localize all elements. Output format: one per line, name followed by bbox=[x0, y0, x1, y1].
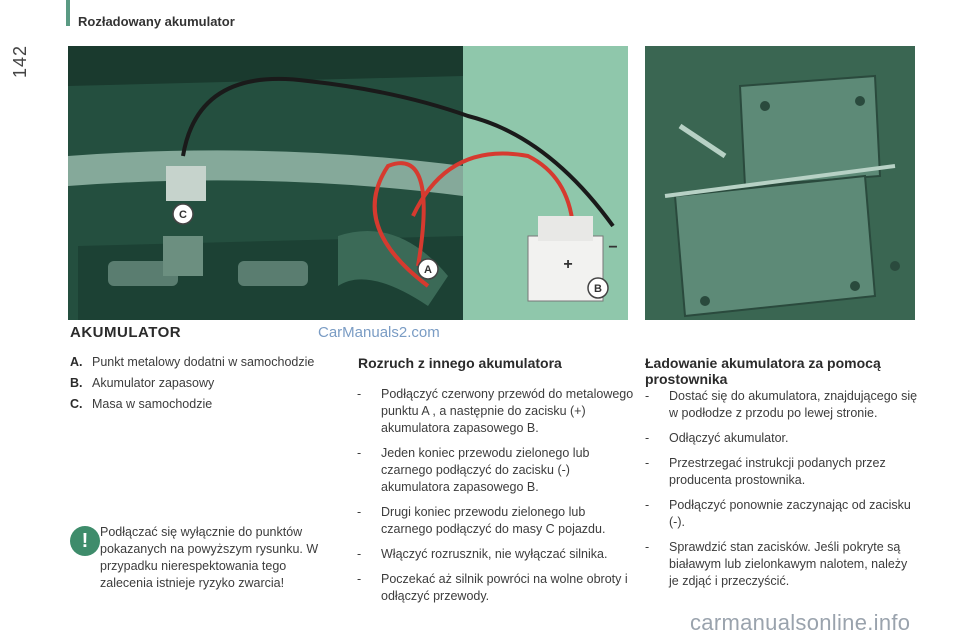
legend-key: A. bbox=[70, 355, 83, 369]
list-item: Sprawdzić stan zacisków. Jeśli pokryte s… bbox=[645, 539, 920, 590]
header-accent-bar bbox=[66, 0, 70, 26]
watermark-carmanualsonline: carmanualsonline.info bbox=[690, 610, 911, 635]
figure-legend: A. Punkt metalowy dodatni w samochodzie … bbox=[70, 352, 350, 415]
page-number: 142 bbox=[10, 44, 30, 78]
rozruch-heading: Rozruch z innego akumulatora bbox=[358, 355, 562, 371]
floor-battery-illustration bbox=[645, 46, 915, 320]
legend-text: Masa w samochodzie bbox=[92, 397, 213, 411]
ladowanie-heading: Ładowanie akumulatora za pomocą prostown… bbox=[645, 355, 881, 387]
legend-item-a: A. Punkt metalowy dodatni w samochodzie bbox=[70, 352, 350, 373]
list-item: Odłączyć akumulator. bbox=[645, 430, 920, 447]
list-item: Jeden koniec przewodu zielonego lub czar… bbox=[357, 445, 637, 496]
list-item: Poczekać aż silnik powróci na wolne obro… bbox=[357, 571, 637, 605]
list-item: Drugi koniec przewodu zielonego lub czar… bbox=[357, 504, 637, 538]
section-title: Rozładowany akumulator bbox=[78, 14, 235, 29]
warning-box: ! Podłączać się wyłącznie do punktów pok… bbox=[70, 524, 340, 592]
legend-text: Akumulator zapasowy bbox=[92, 376, 215, 390]
list-item: Podłączyć ponownie zaczynając od zacisku… bbox=[645, 497, 920, 531]
list-item: Podłączyć czerwony przewód do metalowego… bbox=[357, 386, 637, 437]
legend-item-b: B. Akumulator zapasowy bbox=[70, 373, 350, 394]
warning-icon: ! bbox=[70, 526, 100, 556]
engine-illustration: C A B + − bbox=[68, 46, 628, 320]
ladowanie-steps: Dostać się do akumulatora, znajdującego … bbox=[645, 388, 920, 598]
floor-svg bbox=[645, 46, 915, 320]
legend-key: B. bbox=[70, 376, 83, 390]
legend-key: C. bbox=[70, 397, 83, 411]
legend-item-c: C. Masa w samochodzie bbox=[70, 394, 350, 415]
label-plus: + bbox=[563, 256, 572, 273]
label-c: C bbox=[179, 209, 187, 221]
engine-svg: C A B + − bbox=[68, 46, 628, 320]
list-item: Włączyć rozrusznik, nie wyłączać silnika… bbox=[357, 546, 637, 563]
label-minus: − bbox=[608, 239, 617, 256]
list-item: Przestrzegać instrukcji podanych przez p… bbox=[645, 455, 920, 489]
rozruch-steps: Podłączyć czerwony przewód do metalowego… bbox=[357, 386, 637, 613]
label-a: A bbox=[424, 264, 432, 276]
list-item: Dostać się do akumulatora, znajdującego … bbox=[645, 388, 920, 422]
watermark-carmanuals2: CarManuals2.com bbox=[318, 324, 440, 341]
warning-text: Podłączać się wyłącznie do punktów pokaz… bbox=[100, 525, 319, 590]
akumulator-heading: AKUMULATOR bbox=[70, 324, 182, 341]
label-b: B bbox=[594, 283, 602, 295]
legend-text: Punkt metalowy dodatni w samochodzie bbox=[92, 355, 315, 369]
